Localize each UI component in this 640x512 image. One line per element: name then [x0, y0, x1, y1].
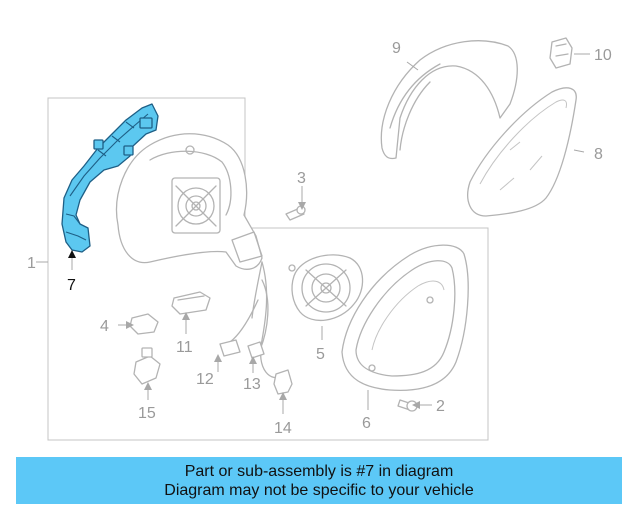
callout-6: 6: [362, 415, 371, 432]
callout-9: 9: [392, 40, 401, 57]
callout-4: 4: [100, 318, 109, 335]
banner-line-disclaimer: Diagram may not be specific to your vehi…: [164, 481, 474, 499]
part-10-clip: [549, 37, 573, 69]
part-4-clip: [129, 313, 159, 335]
part-7-bracket: [61, 103, 159, 253]
parts-diagram: 1 7 3 9 10 8 4 11 5 12 13 2 15 6 14: [27, 37, 612, 441]
part-2-screw: [397, 399, 418, 412]
callout-7: 7: [67, 277, 76, 294]
part-9-cap: [380, 40, 518, 160]
part-11-connector: [171, 291, 211, 315]
info-banner: Part or sub-assembly is #7 in diagram Di…: [16, 457, 622, 504]
part-14-plug: [273, 369, 293, 395]
mirror-base-housing: [115, 133, 263, 270]
callout-12: 12: [196, 371, 214, 388]
leader-lines: [36, 53, 590, 414]
part-12-connector: [219, 339, 241, 357]
callout-2: 2: [436, 398, 445, 415]
assembly-frame: [47, 97, 489, 441]
part-6-frame: [341, 244, 469, 391]
wiring-harness: [229, 261, 283, 379]
part-15-sensor: [133, 347, 161, 385]
callout-1: 1: [27, 255, 36, 272]
callout-8: 8: [594, 146, 603, 163]
banner-line-part: Part or sub-assembly is #7 in diagram: [184, 462, 454, 480]
callout-10: 10: [594, 47, 612, 64]
part-13-connector: [247, 341, 265, 359]
callout-5: 5: [316, 346, 325, 363]
part-5-motor: [288, 254, 364, 322]
part-8-glass: [467, 87, 577, 217]
callout-14: 14: [274, 420, 292, 437]
callout-13: 13: [243, 376, 261, 393]
callout-3: 3: [297, 170, 306, 187]
callout-15: 15: [138, 405, 156, 422]
callout-11: 11: [176, 339, 193, 356]
